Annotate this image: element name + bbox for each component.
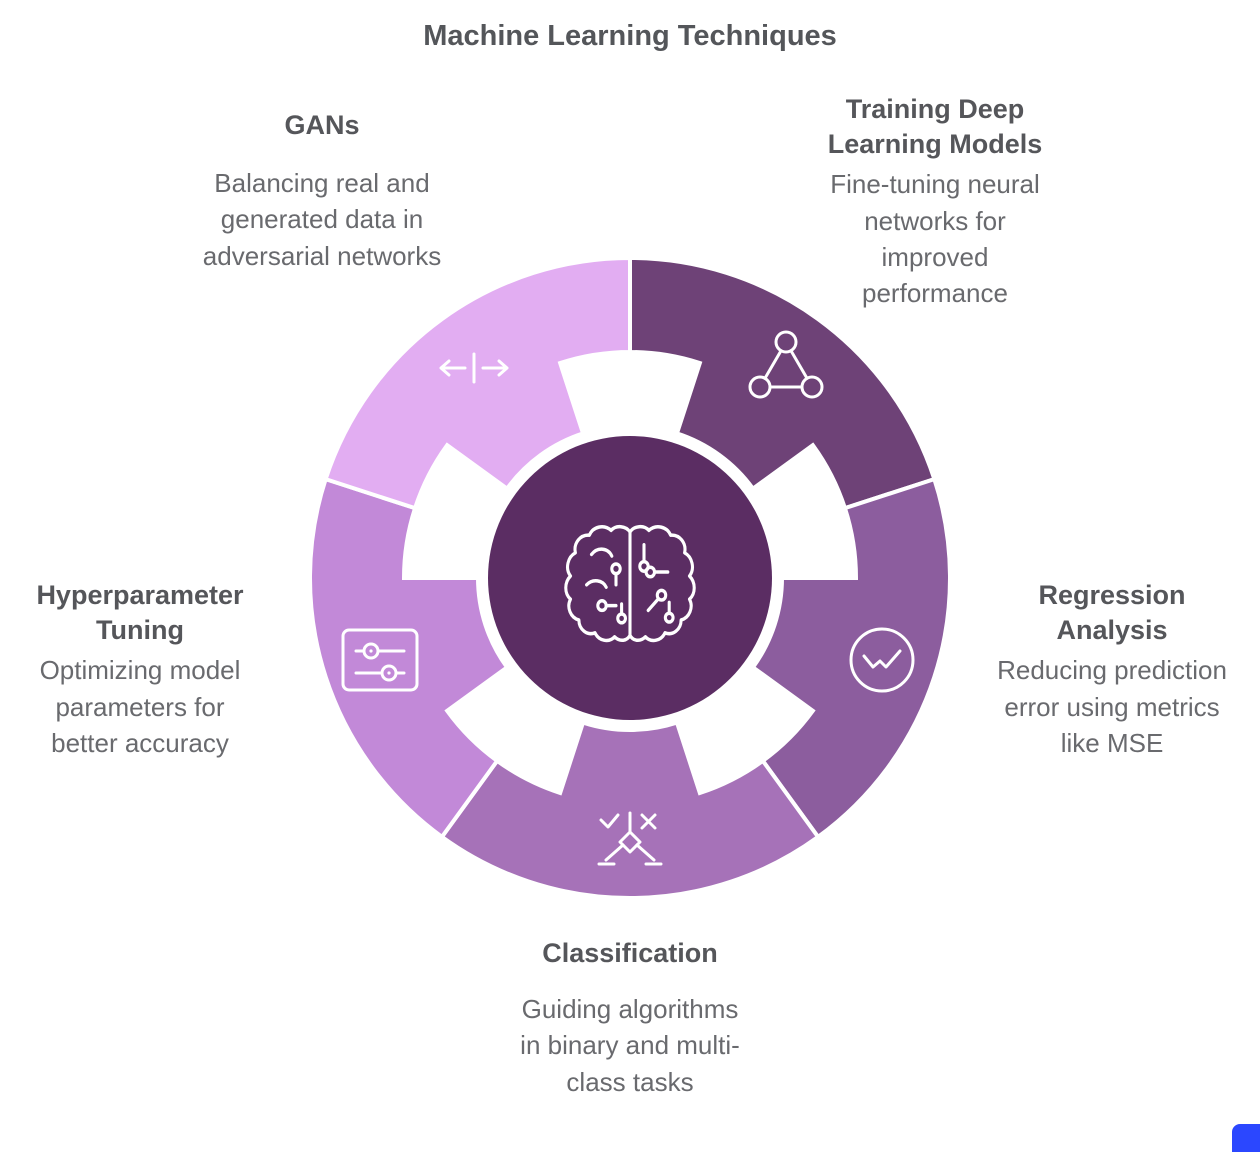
wheel-segment-gans xyxy=(323,255,632,511)
segment-heading: Hyperparameter Tuning xyxy=(36,580,244,646)
decision-tree-icon xyxy=(597,811,663,866)
segment-description: Fine-tuning neural networks for improved… xyxy=(830,169,1040,309)
label-classification: Classification Guiding algorithms in bin… xyxy=(518,936,743,1100)
gan-arrows-icon xyxy=(439,352,509,384)
sliders-icon xyxy=(341,628,419,692)
network-triangle-icon xyxy=(748,330,824,399)
wheel-segment-hyperparameter-tuning xyxy=(308,476,510,840)
segment-description: Optimizing model parameters for better a… xyxy=(39,655,241,758)
wheel-segment-classification xyxy=(439,720,821,900)
segment-heading: GANs xyxy=(284,110,360,140)
segment-description: Balancing real and generated data in adv… xyxy=(202,168,442,271)
segment-heading: Classification xyxy=(542,938,718,968)
label-regression-analysis: Regression Analysis Reducing prediction … xyxy=(992,578,1232,761)
segment-description: Reducing prediction error using metrics … xyxy=(997,655,1227,758)
line-chart-icon xyxy=(849,627,915,693)
brand-corner-badge xyxy=(1232,1124,1260,1152)
label-gans: GANs Balancing real and generated data i… xyxy=(200,108,445,274)
segment-heading: Training Deep Learning Models xyxy=(827,94,1043,160)
segment-heading: Regression Analysis xyxy=(1038,580,1186,646)
label-training-deep-learning-models: Training Deep Learning Models Fine-tunin… xyxy=(813,92,1058,312)
segment-description: Guiding algorithms in binary and multi-c… xyxy=(520,994,740,1097)
brain-circuit-icon xyxy=(564,524,696,643)
label-hyperparameter-tuning: Hyperparameter Tuning Optimizing model p… xyxy=(20,578,260,761)
page-title: Machine Learning Techniques xyxy=(423,20,837,52)
